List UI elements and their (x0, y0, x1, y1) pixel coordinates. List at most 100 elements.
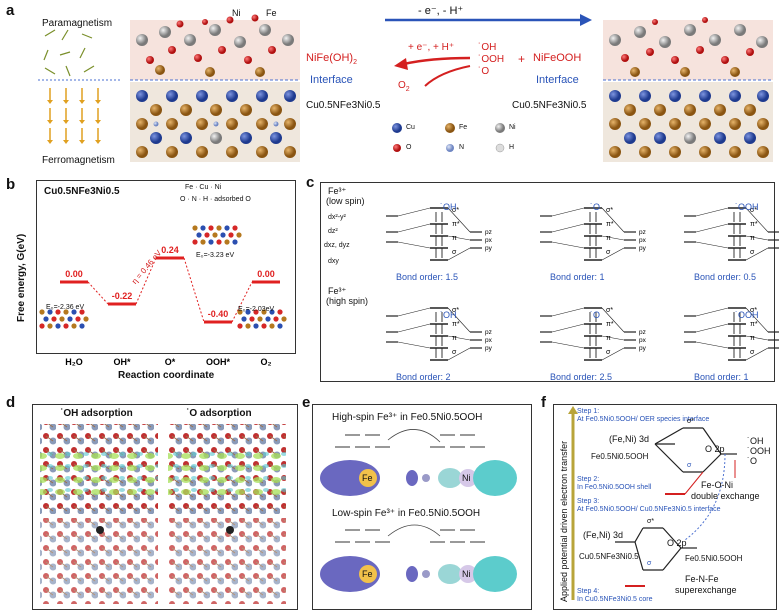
bond-order-high-2: Bond order: 2.5 (550, 372, 613, 382)
o2-product: O2 (398, 80, 410, 93)
thumb-atom-0 (75, 316, 81, 322)
f-super-2: superexchange (675, 585, 737, 595)
panel-a-graphics (38, 14, 773, 162)
f-3d-top: (Fe,Ni) 3d (609, 434, 650, 444)
step2-text: In Fe0.5Ni0.5OOH shell (577, 484, 652, 491)
mo-label: π* (750, 321, 758, 328)
thumb-atom-0 (39, 309, 45, 315)
category-label-3: OOH* (206, 357, 231, 367)
panel-f-letter: f (541, 394, 546, 411)
mo-label: π* (452, 221, 460, 228)
mo-label: π (750, 235, 755, 242)
f-sigma-top: σ (687, 462, 692, 469)
low-spin-fe: Fe³⁺ (328, 186, 347, 196)
legend-fe: Fe (459, 124, 468, 131)
mo-connector (397, 323, 431, 333)
mo-label: σ* (452, 307, 459, 314)
step1-title: Step 1: (577, 408, 600, 415)
mo-connector (397, 307, 431, 317)
fe-center-high: Fe (362, 473, 373, 483)
panel-d: d ˙OH adsorption ˙O adsorption (0, 390, 300, 613)
low-spin-sub: (low spin) (326, 196, 365, 206)
category-label-2: O* (165, 357, 176, 367)
e0-label-3: E₀=-2.03eV (238, 306, 275, 313)
f-double-exchange-1: Fe-O-Ni (701, 480, 733, 490)
thumb-atom-2 (269, 309, 275, 315)
mo-label: σ (750, 249, 755, 256)
thumb-atom-0 (43, 316, 49, 322)
step4-title: Step 4: (577, 588, 600, 595)
thumb-atom-1 (220, 232, 226, 238)
p-orbital-label: pz (639, 329, 646, 336)
thumb-atom-2 (237, 323, 243, 329)
legend-h: H (509, 144, 515, 151)
mo-connector (695, 241, 729, 249)
step3-title: Step 3: (577, 498, 600, 505)
thumb-atom-2 (241, 316, 247, 322)
low-spin-orbital-lobes (320, 556, 517, 592)
thumb-atom-0 (71, 309, 77, 315)
thumb-atom-2 (237, 309, 243, 315)
energy-value-3: -0.40 (208, 309, 229, 319)
mo-label: σ (606, 349, 611, 356)
c-species-oh-high: ˙OH (440, 310, 457, 320)
mo-connector (447, 235, 471, 241)
legend-cu: Cu (406, 124, 415, 131)
mo-connector (745, 235, 769, 241)
mo-connector (695, 207, 729, 217)
mo-connector (551, 323, 585, 333)
arrow-top-label: - e⁻, - H⁺ (418, 5, 464, 17)
panel-a-letter: a (6, 2, 15, 19)
mo-connector (695, 341, 729, 349)
high-spin-title: High-spin Fe³⁺ in Fe0.5Ni0.5OOH (332, 412, 483, 423)
mo-connector (745, 307, 769, 333)
legend-n: N (459, 144, 465, 151)
high-spin-orbital-lobes (320, 460, 517, 496)
f-sigma-star-top: σ* (687, 418, 695, 425)
mo-connector (397, 207, 431, 217)
mo-connector (397, 241, 431, 249)
thumb-atom-0 (79, 309, 85, 315)
mo-label: σ* (606, 307, 613, 314)
mo-connector (397, 341, 431, 349)
ni-atom-label: Ni (232, 8, 241, 18)
thumb-atom-2 (277, 323, 283, 329)
orb-dxz: dxz, dyz (324, 242, 350, 249)
left-layer-label: NiFe(OH)2 (306, 52, 357, 67)
mo-label: π (606, 335, 611, 342)
mo-label: π* (452, 321, 460, 328)
plus-sign: + (518, 52, 526, 66)
energy-value-0: 0.00 (65, 269, 83, 279)
legend-o: O (406, 144, 412, 151)
mo-connector (447, 347, 471, 361)
f-o2p-top: O 2p (705, 444, 725, 454)
right-layer-label: NiFeOOH (533, 52, 582, 64)
thumb-atom-0 (83, 316, 89, 322)
panel-d-letter: d (6, 394, 16, 411)
f-super-1: Fe-N-Fe (685, 574, 719, 584)
thumb-atom-1 (228, 232, 234, 238)
mo-connector (745, 207, 769, 233)
f-ooh-top: Fe0.5Ni0.5OOH (591, 452, 649, 461)
orb-dz2: dz² (328, 228, 338, 235)
thumb-atom-2 (253, 323, 259, 329)
paramagnetism-label: Paramagnetism (42, 18, 113, 29)
mo-connector (695, 323, 729, 333)
high-spin-sub: (high spin) (326, 296, 369, 306)
thumb-atom-1 (192, 239, 198, 245)
thumb-atom-1 (232, 225, 238, 231)
panel-d-frame (32, 404, 298, 610)
mo-label: π* (606, 321, 614, 328)
f-o2p-bottom: O 2p (667, 538, 687, 548)
mo-connector (695, 223, 729, 233)
energy-connector-2 (183, 257, 205, 323)
mo-connector (551, 307, 585, 317)
mo-connector (601, 335, 625, 341)
energy-value-4: 0.00 (257, 269, 275, 279)
mo-connector (447, 207, 471, 233)
panel-f: f Applied potential driven electron tran… (535, 390, 779, 613)
category-label-0: H₂O (65, 357, 83, 367)
p-orbital-label: px (485, 337, 493, 344)
bond-order-low-3: Bond order: 0.5 (694, 272, 757, 282)
thumb-atom-1 (224, 225, 230, 231)
